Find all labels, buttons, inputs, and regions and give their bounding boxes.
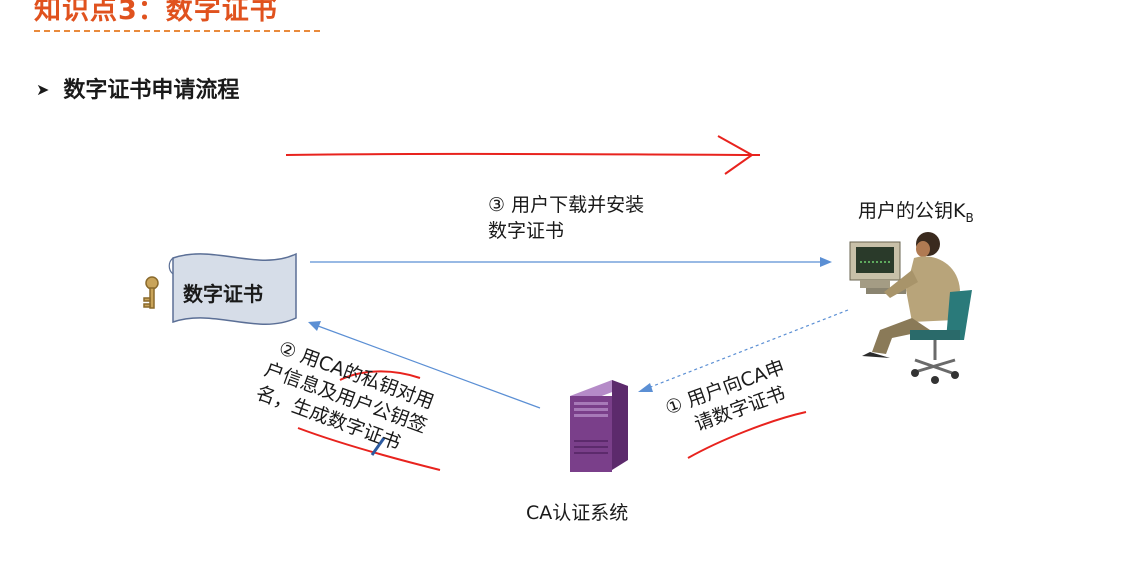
step3-label: ③ 用户下载并安装 数字证书 — [488, 192, 644, 244]
bullet-arrow-icon: ➤ — [36, 80, 50, 99]
arrow-apply-certificate — [638, 309, 849, 392]
annotation-arrow — [285, 135, 761, 175]
annotation-underline-step2 — [297, 370, 441, 471]
ca-label: CA认证系统 — [526, 502, 629, 524]
user-key-subscript: B — [965, 210, 974, 225]
section-heading-text: 数字证书申请流程 — [63, 78, 240, 103]
arrow-download-certificate — [310, 257, 832, 267]
section-heading: ➤ 数字证书申请流程 — [36, 72, 239, 104]
title-underline — [34, 30, 320, 32]
page-title: 知识点3：数字证书 — [34, 0, 278, 26]
step3-line2: 数字证书 — [488, 220, 565, 242]
server-icon — [570, 380, 628, 472]
pen-cursor-icon — [370, 437, 386, 456]
user-at-computer-icon — [849, 232, 972, 384]
step3-line1: ③ 用户下载并安装 — [488, 194, 645, 216]
key-icon — [143, 276, 159, 309]
user-key-label: 用户的公钥KB — [858, 198, 974, 231]
user-key-text: 用户的公钥K — [858, 200, 966, 222]
certificate-scroll-icon — [168, 252, 297, 325]
annotation-underline-step1 — [687, 411, 807, 459]
certificate-label: 数字证书 — [183, 282, 263, 306]
arrow-generate-certificate — [308, 321, 541, 409]
